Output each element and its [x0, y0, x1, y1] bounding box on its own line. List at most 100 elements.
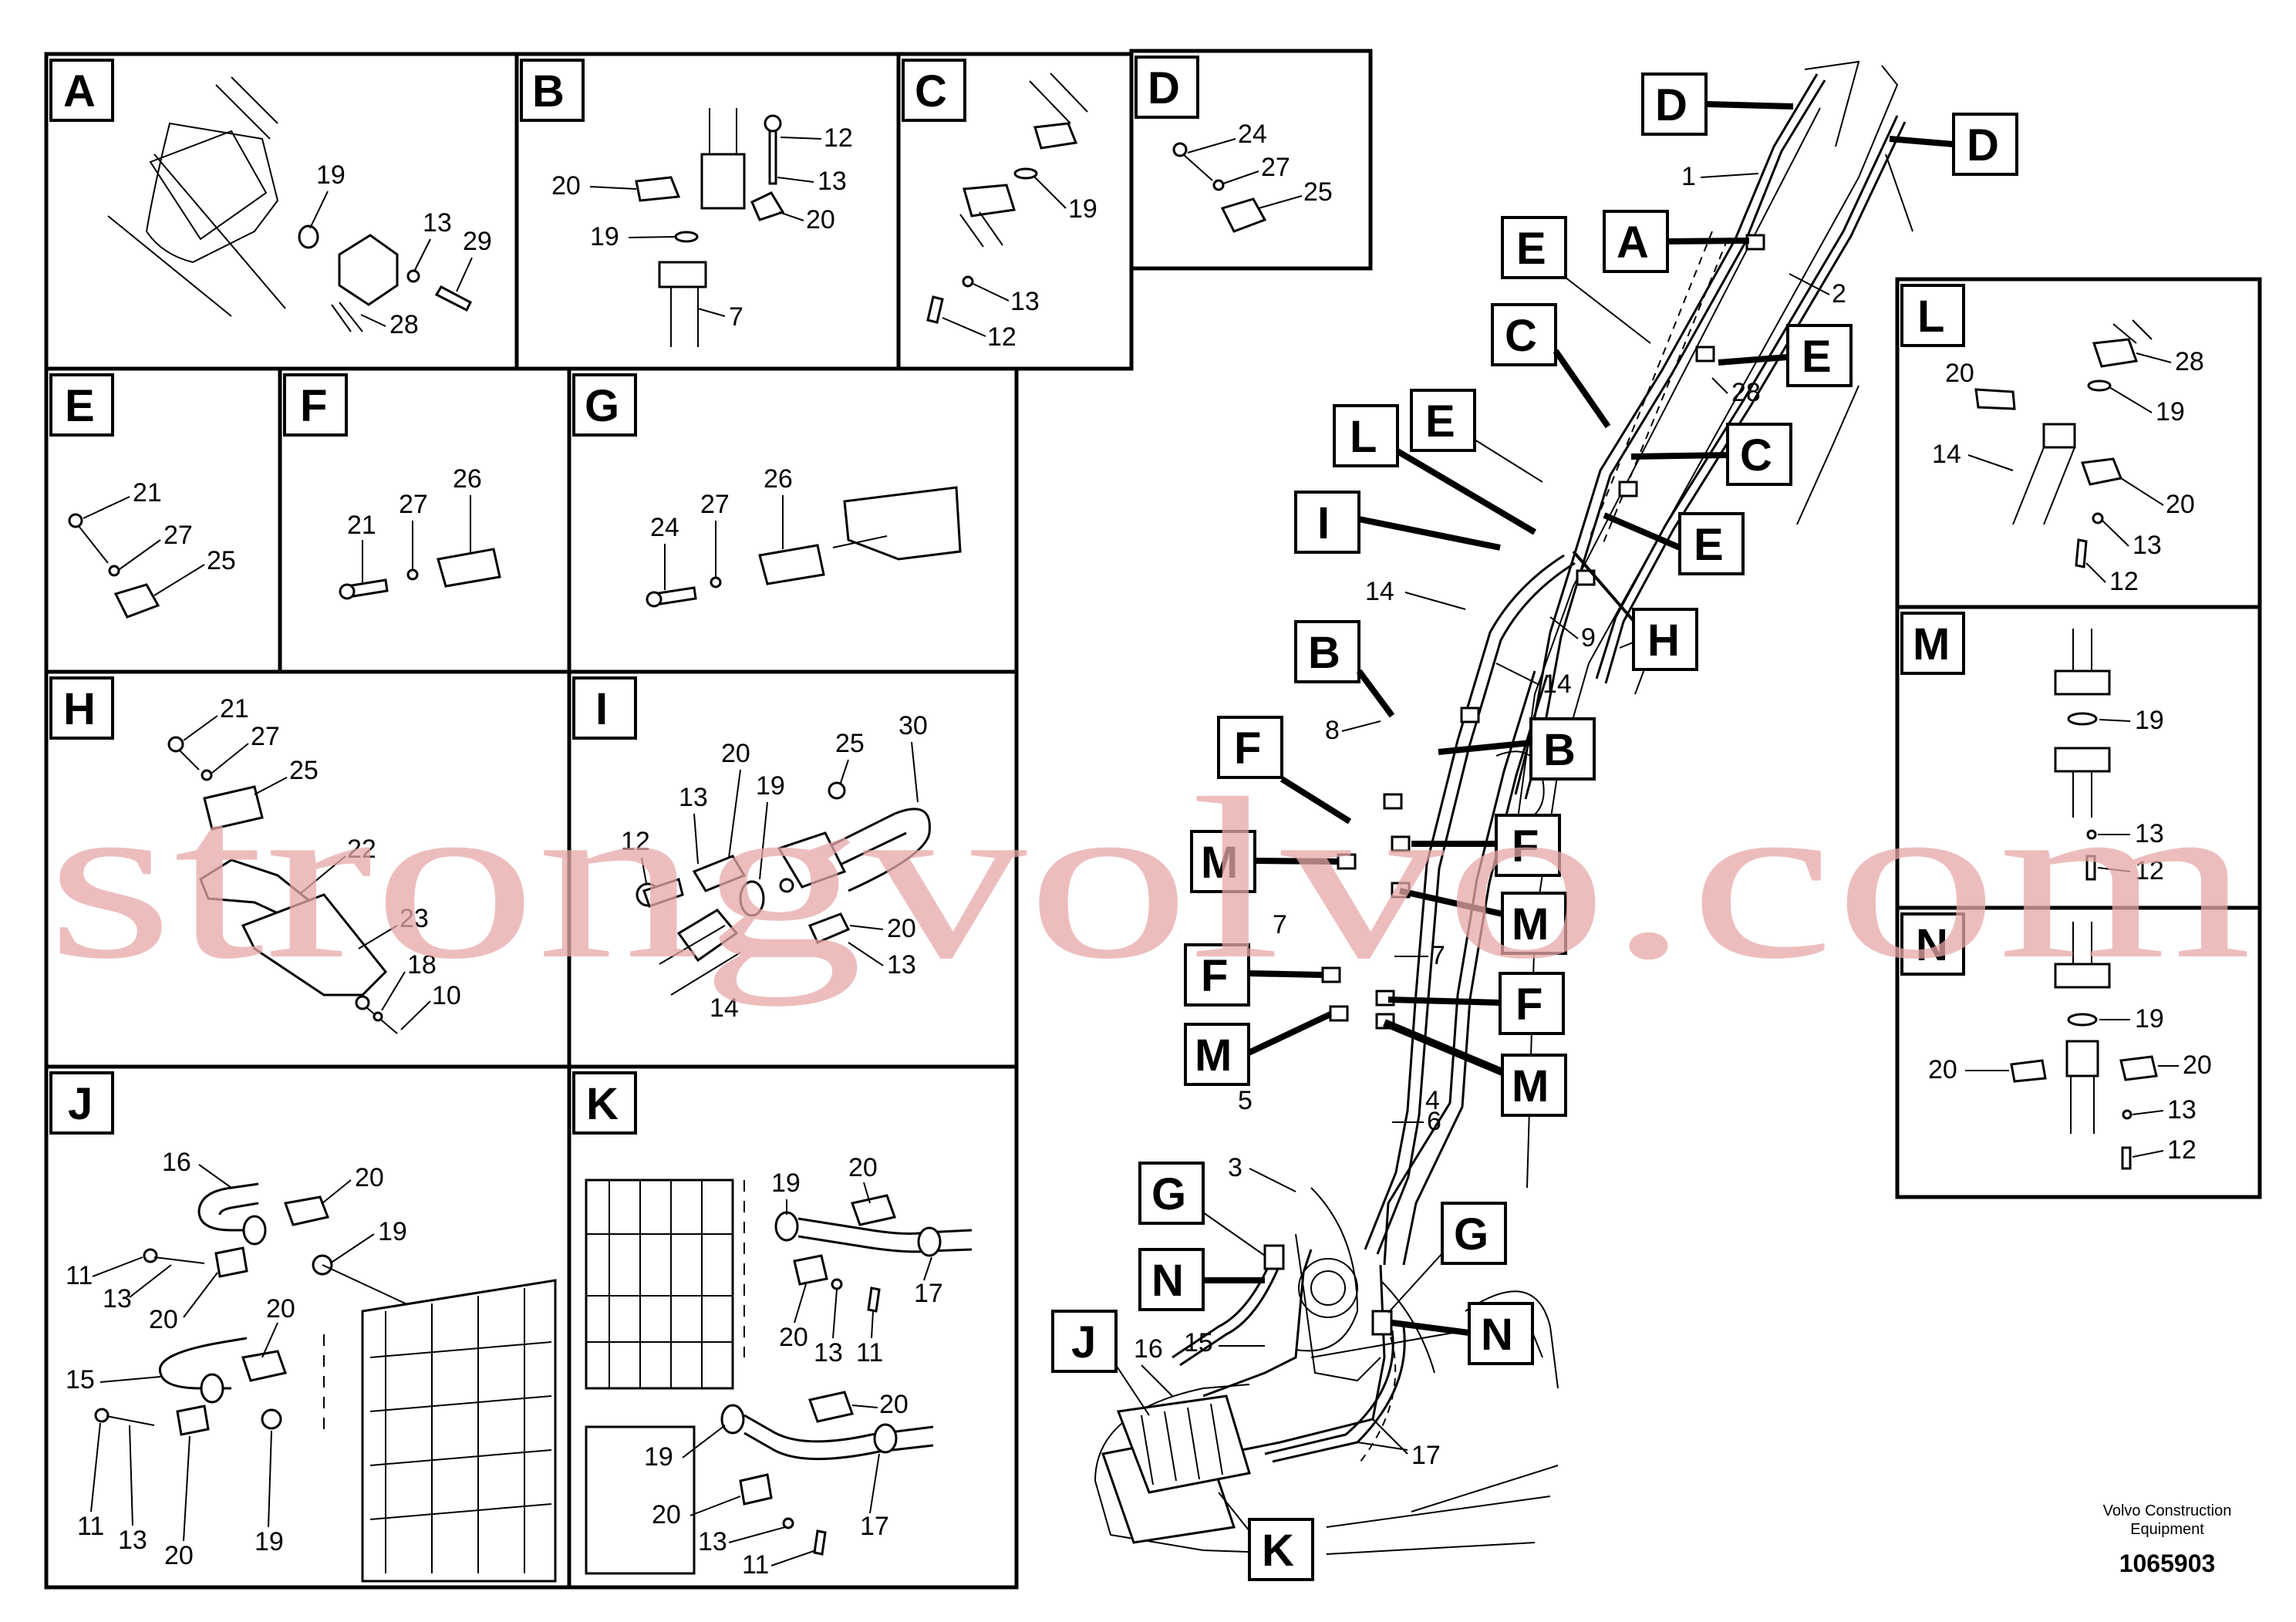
label-i-25: 25 — [835, 729, 865, 758]
label-b-7: 7 — [729, 302, 743, 332]
panel-g-letter: G — [585, 381, 619, 431]
label-k-11-mid: 11 — [856, 1338, 883, 1367]
label-j-13-top: 13 — [103, 1284, 132, 1313]
footer-company-line2: Equipment — [2130, 1521, 2204, 1538]
panel-d-frame — [1129, 49, 1373, 271]
callout-l: L — [1350, 412, 1377, 462]
label-b-13: 13 — [818, 167, 847, 196]
panel-frames — [44, 49, 2262, 1590]
label-j-19-bottom: 19 — [255, 1527, 284, 1556]
callout-f-3: F — [1201, 951, 1228, 1001]
main-number-1: 1 — [1681, 162, 1696, 191]
callout-j: J — [1071, 1317, 1096, 1367]
main-number-8: 8 — [1325, 716, 1340, 745]
callout-d-1: D — [1655, 80, 1687, 130]
panel-g-drawing: 24 27 26 — [646, 464, 962, 608]
label-m-19: 19 — [2135, 706, 2164, 735]
label-a-13: 13 — [423, 208, 452, 238]
label-e-27: 27 — [164, 521, 193, 550]
panel-n-drawing: 19 20 20 13 12 — [1928, 922, 2212, 1170]
panel-i-letter: I — [595, 684, 608, 734]
panel-f-drawing: 21 27 26 — [339, 464, 501, 600]
callout-b-2: B — [1543, 725, 1576, 775]
label-h-25: 25 — [289, 756, 319, 785]
watermark-text: strongvolvo.com — [46, 750, 2252, 1007]
label-k-19-bottom: 19 — [644, 1442, 673, 1472]
main-number-15: 15 — [1184, 1328, 1213, 1357]
main-number-4: 4 — [1425, 1086, 1440, 1115]
label-i-30: 30 — [899, 711, 928, 740]
label-l-13: 13 — [2132, 531, 2162, 560]
panel-letter-tags: A B C D E F G H I J K L M N — [49, 56, 1965, 1135]
label-d-24: 24 — [1238, 120, 1267, 149]
label-h-10: 10 — [432, 981, 461, 1010]
label-i-13-bottom: 13 — [887, 950, 916, 980]
label-j-20-top: 20 — [355, 1163, 384, 1192]
callout-e-2: E — [1802, 332, 1832, 382]
label-h-18: 18 — [407, 950, 437, 980]
label-l-20-top: 20 — [1945, 359, 1974, 388]
callout-m-4: M — [1512, 1061, 1549, 1111]
label-k-11-bottom: 11 — [742, 1550, 769, 1580]
label-k-20-top: 20 — [848, 1153, 878, 1182]
panel-b-letter: B — [532, 66, 565, 116]
label-f-27: 27 — [399, 490, 428, 519]
panel-h-drawing: 21 27 25 22 23 18 10 — [167, 694, 461, 1034]
label-h-21: 21 — [220, 694, 249, 723]
main-number-9: 9 — [1581, 623, 1596, 653]
label-d-25: 25 — [1303, 177, 1333, 207]
panel-l-drawing: 28 20 19 14 20 13 12 — [1932, 319, 2204, 596]
label-l-28: 28 — [2175, 347, 2204, 376]
callout-e-1: E — [1516, 224, 1546, 274]
callout-c-1: C — [1505, 311, 1537, 361]
panel-a-letter: A — [63, 66, 96, 116]
label-k-20-lower: 20 — [879, 1390, 909, 1419]
label-i-20-bottom: 20 — [887, 914, 916, 943]
panel-k-frame — [567, 1064, 1019, 1590]
label-g-27: 27 — [700, 490, 730, 519]
label-f-26: 26 — [453, 464, 482, 494]
label-k-17-top: 17 — [914, 1279, 943, 1308]
main-callouts: D D A E C E L E C I — [1051, 73, 2018, 1581]
label-k-19-top: 19 — [771, 1168, 801, 1198]
panel-d-drawing: 24 27 25 — [1172, 120, 1333, 233]
panel-e-letter: E — [65, 381, 95, 431]
callout-n-1: N — [1151, 1256, 1184, 1306]
label-h-23: 23 — [400, 904, 429, 933]
label-c-13: 13 — [1010, 287, 1040, 316]
panel-b-drawing: 12 13 20 20 19 7 — [551, 108, 853, 347]
label-h-22: 22 — [347, 835, 376, 864]
panel-k-letter: K — [586, 1079, 619, 1129]
panel-e-drawing: 21 27 25 — [68, 478, 236, 619]
panel-m-letter: M — [1913, 619, 1950, 669]
label-c-19: 19 — [1068, 194, 1097, 224]
label-k-20-bottom: 20 — [652, 1500, 681, 1529]
label-j-13-bottom: 13 — [118, 1526, 147, 1555]
callout-d-2: D — [1967, 120, 1999, 170]
label-a-19: 19 — [316, 160, 346, 190]
panel-n-frame — [1895, 905, 2262, 1199]
label-l-12: 12 — [2109, 567, 2139, 596]
label-j-16: 16 — [162, 1148, 191, 1177]
label-j-11-top: 11 — [66, 1261, 93, 1290]
label-n-20-left: 20 — [1928, 1055, 1957, 1084]
label-n-13: 13 — [2167, 1095, 2197, 1125]
panel-h-letter: H — [63, 684, 96, 734]
callout-n-2: N — [1481, 1310, 1513, 1360]
label-b-20-left: 20 — [551, 171, 581, 201]
label-j-20-bottom: 20 — [164, 1541, 194, 1570]
callout-k: K — [1262, 1526, 1294, 1576]
panel-j-drawing: 16 20 19 11 13 20 20 15 11 13 20 19 — [66, 1148, 557, 1583]
label-j-11-bottom: 11 — [77, 1512, 104, 1541]
label-g-26: 26 — [764, 464, 793, 494]
main-number-16: 16 — [1134, 1334, 1163, 1364]
label-j-20-lower: 20 — [266, 1294, 295, 1324]
callout-a: A — [1617, 218, 1649, 268]
callout-i: I — [1317, 498, 1330, 548]
footer-company-line1: Volvo Construction — [2103, 1502, 2232, 1519]
label-b-19: 19 — [590, 222, 619, 251]
label-f-21: 21 — [347, 511, 376, 540]
label-a-29: 29 — [463, 227, 492, 256]
label-m-13: 13 — [2135, 819, 2164, 848]
label-k-20-mid: 20 — [779, 1323, 808, 1352]
